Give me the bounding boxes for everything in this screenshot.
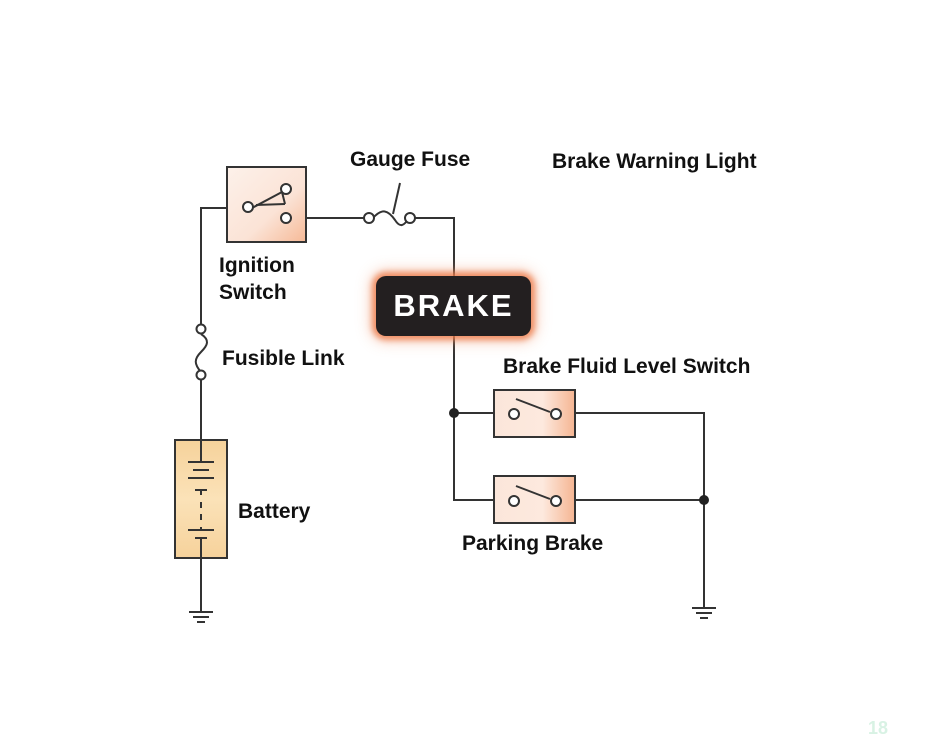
label-battery: Battery: [238, 500, 311, 523]
battery-symbol: [174, 439, 228, 559]
brake-warning-lamp: BRAKE: [376, 276, 531, 336]
label-ignition-line1: Ignition: [219, 254, 295, 277]
brake-indicator-text: BRAKE: [393, 288, 514, 323]
label-parking-brake: Parking Brake: [462, 532, 604, 555]
gauge-fuse-symbol: [363, 182, 416, 226]
junction-dot-left: [449, 408, 459, 418]
ground-icon-right: [692, 607, 716, 619]
ground-icon-left: [189, 611, 213, 623]
label-gauge-fuse: Gauge Fuse: [350, 148, 471, 171]
fusible-link-symbol: [194, 323, 208, 381]
label-brake-fluid-level-switch: Brake Fluid Level Switch: [503, 355, 751, 378]
label-ignition-line2: Switch: [219, 281, 287, 304]
wire-fuse-to-lamp: [410, 217, 455, 276]
label-brake-warning-light: Brake Warning Light: [552, 150, 757, 173]
ignition-switch: [226, 166, 307, 243]
label-fusible-link: Fusible Link: [222, 347, 345, 370]
wire-fluid-switch-to-right: [556, 412, 705, 608]
parking-brake-switch: [493, 475, 576, 524]
page-number: 18: [868, 718, 889, 738]
junction-dot-right: [699, 495, 709, 505]
wire-lamp-to-switches: [453, 336, 512, 501]
brake-fluid-level-switch: [493, 389, 576, 438]
